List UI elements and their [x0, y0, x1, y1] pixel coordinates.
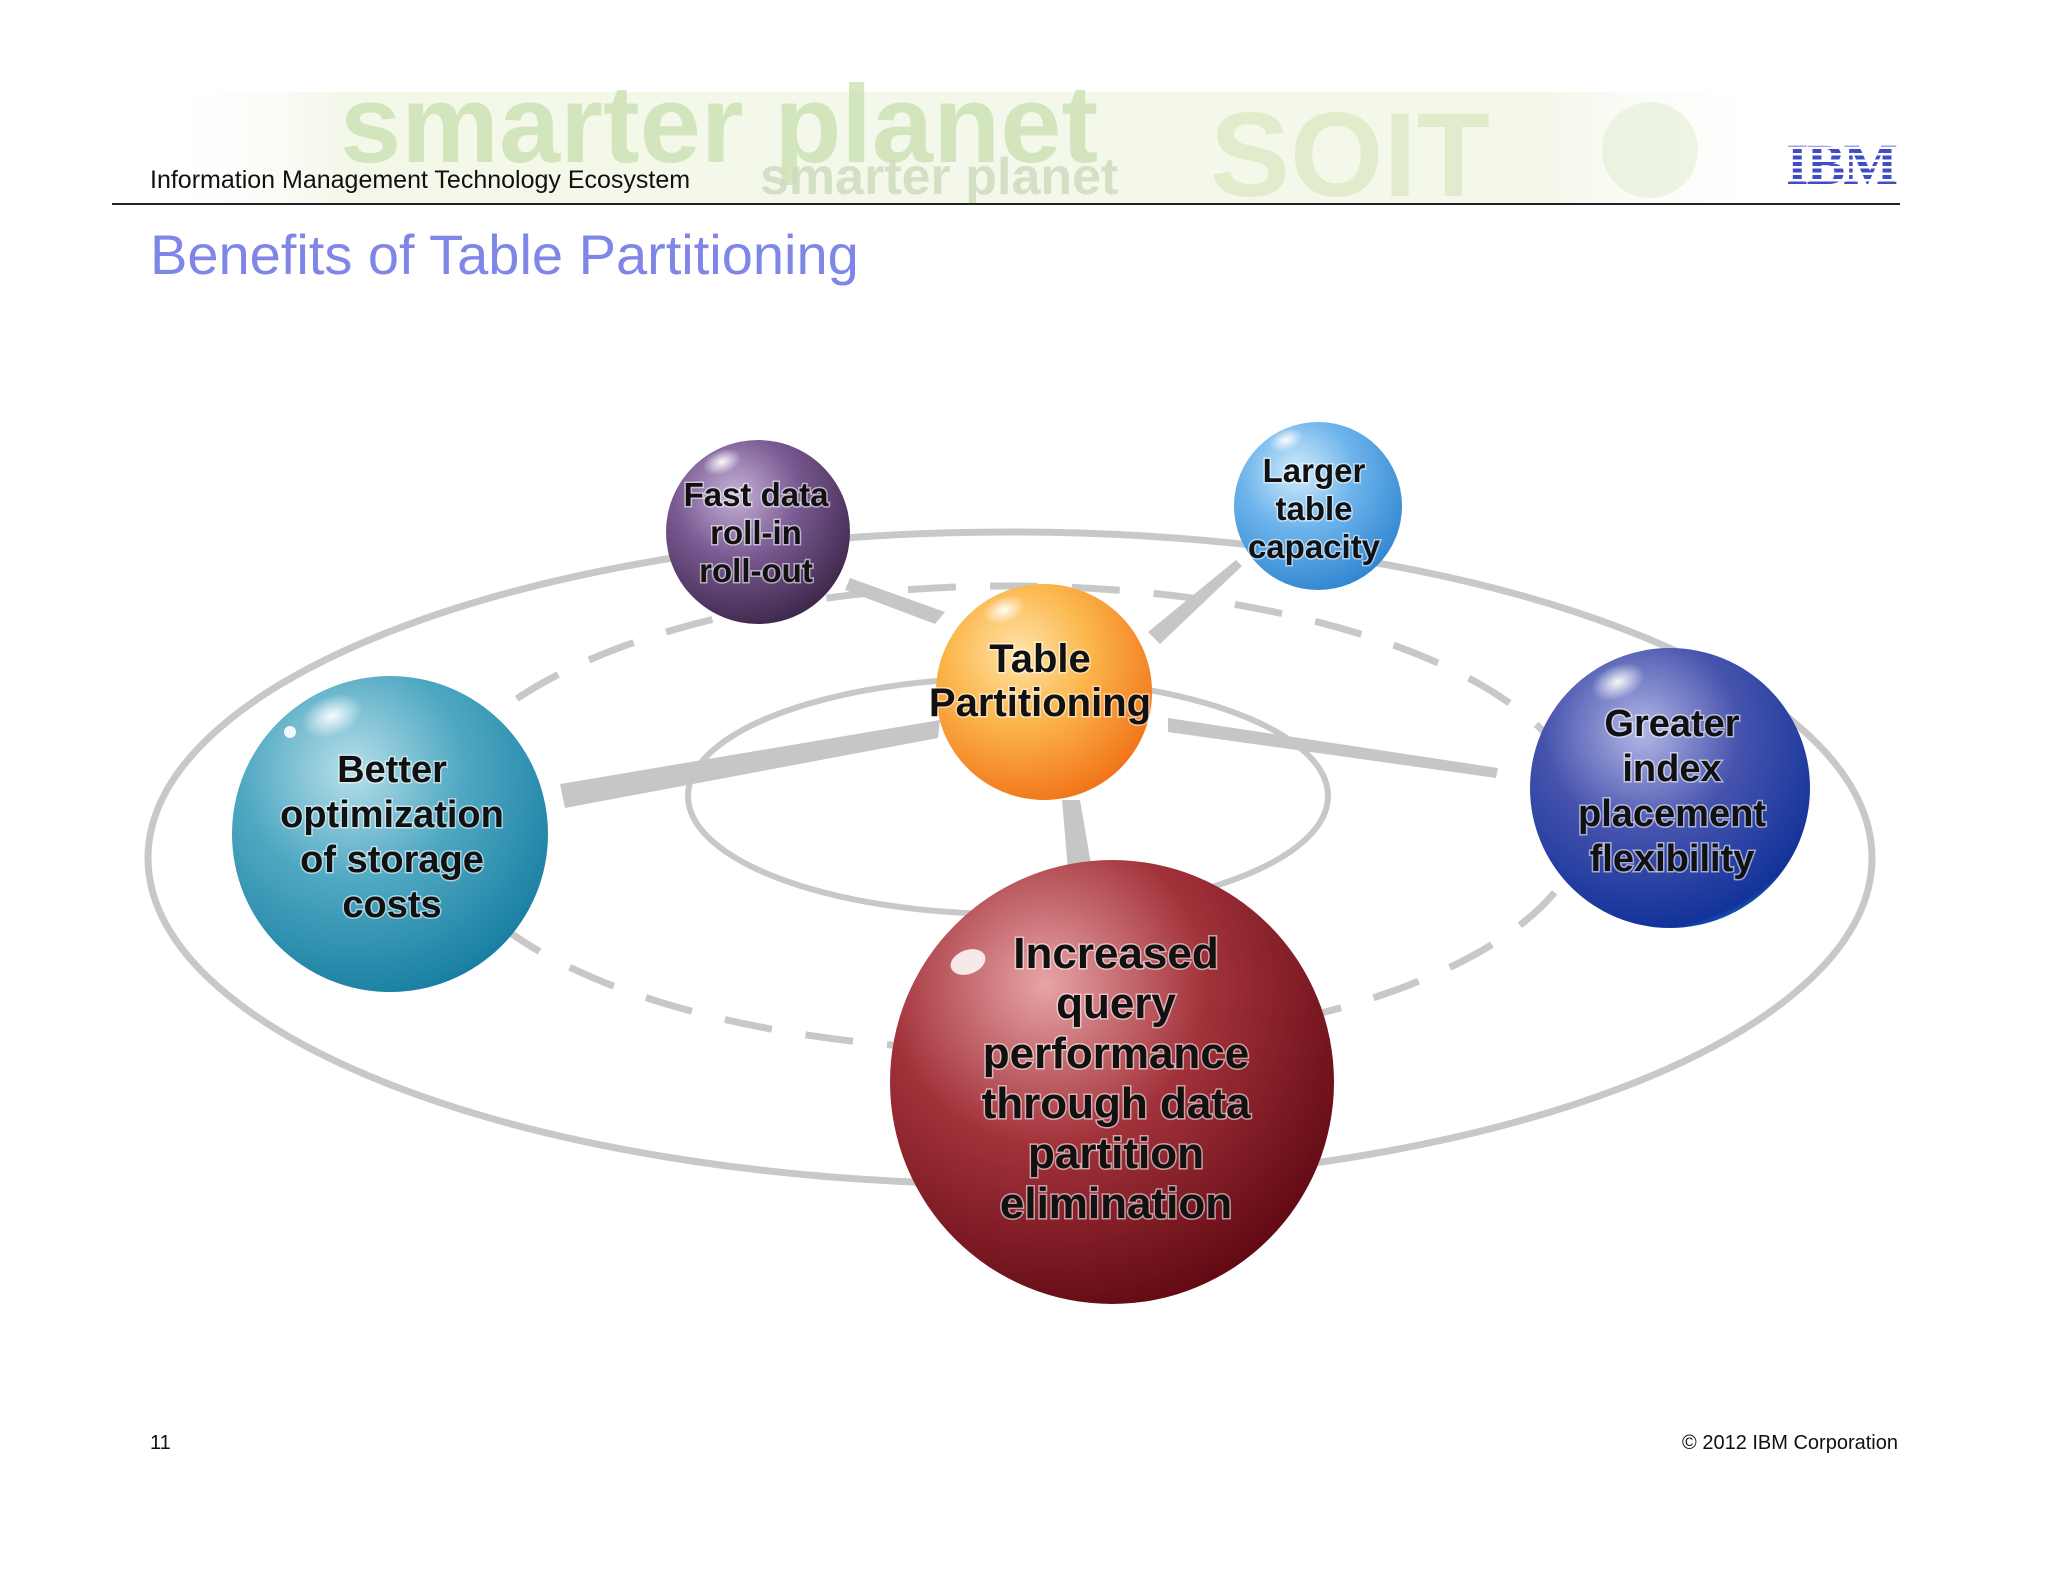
bubble-label-line: partition: [1028, 1129, 1204, 1178]
bubble-label-line: performance: [983, 1029, 1250, 1078]
connector-spoke: [1062, 800, 1092, 870]
bubble-label-line: capacity: [1248, 528, 1381, 565]
bubble-label-line: roll-in: [710, 514, 802, 551]
header-section-title: Information Management Technology Ecosys…: [150, 166, 691, 194]
bubble-label-line: optimization: [280, 794, 504, 836]
bubble-label-line: query: [1056, 979, 1176, 1028]
bubble-label-line: costs: [342, 884, 441, 926]
connector-spoke: [560, 720, 940, 808]
connector-spoke: [845, 578, 945, 624]
svg-text:smarter planet: smarter planet: [760, 148, 1118, 206]
smarter-planet-watermark: smarter planet SOIT smarter planet: [150, 63, 1800, 222]
ibm-logo: IBM: [1786, 136, 1899, 188]
bubble-label-line: Increased: [1013, 929, 1218, 978]
bubble-label-line: Better: [337, 749, 447, 791]
header-divider: [112, 203, 1900, 205]
bubble-label-line: flexibility: [1590, 838, 1755, 880]
ibm-logo-text: IBM: [1786, 136, 1897, 188]
bubble-label-line: placement: [1578, 793, 1766, 835]
bubble-label-line: Greater: [1604, 703, 1739, 745]
page-title: Benefits of Table Partitioning: [150, 223, 859, 286]
bubble-label-line: index: [1622, 748, 1721, 790]
bubble-label-line: of storage: [300, 839, 484, 881]
page-number: 11: [150, 1432, 171, 1454]
svg-text:smarter planet: smarter planet: [340, 63, 1098, 186]
bubble-label-line: elimination: [1000, 1179, 1232, 1228]
bubble-label-line: Fast data: [684, 476, 830, 513]
svg-text:SOIT: SOIT: [1210, 88, 1490, 222]
bubble-label-line: through data: [982, 1079, 1251, 1128]
bubble-label-line: Table: [989, 637, 1091, 681]
bubble-label-line: table: [1275, 490, 1352, 527]
connector-spoke: [1148, 560, 1242, 644]
copyright: © 2012 IBM Corporation: [1682, 1432, 1898, 1454]
bubble-label-line: roll-out: [699, 552, 813, 589]
bubble-label-line: Partitioning: [929, 681, 1151, 725]
connector-spoke: [1168, 718, 1498, 778]
bubble-label-line: Larger: [1263, 452, 1366, 489]
